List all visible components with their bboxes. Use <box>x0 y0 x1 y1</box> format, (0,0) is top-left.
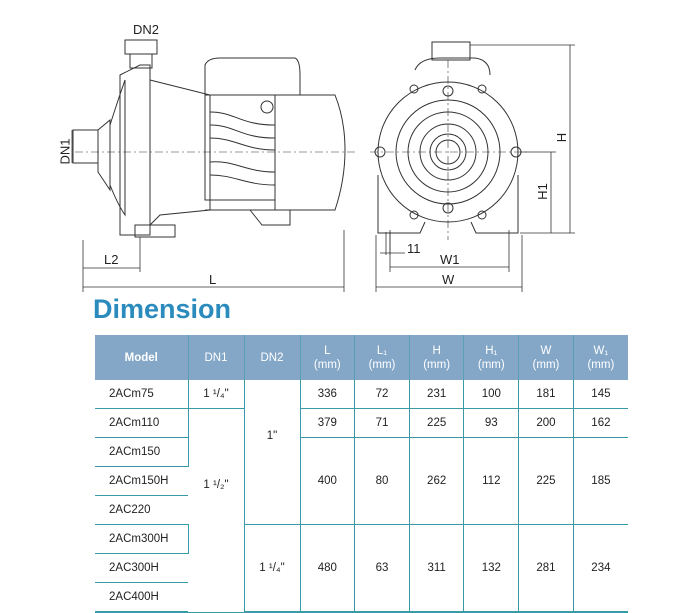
dimension-table: Model DN1 DN2 L(mm) L₁(mm) H(mm) H₁(mm) … <box>95 335 628 613</box>
l2-label: L2 <box>104 252 119 267</box>
header-w: W(mm) <box>518 335 574 380</box>
table-row: 2AC300H <box>95 553 628 583</box>
header-l1: L₁(mm) <box>354 335 410 380</box>
header-dn2: DN2 <box>244 335 301 380</box>
w-label: W <box>442 272 455 287</box>
dn2-label: DN2 <box>133 22 160 37</box>
header-h: H(mm) <box>409 335 465 380</box>
dn1-label: DN1 <box>57 138 73 165</box>
w1-label: W1 <box>440 252 460 267</box>
eleven-label: 11 <box>407 241 421 256</box>
header-w1: W₁(mm) <box>573 335 628 380</box>
table-row: 2ACm150 400 80 262 112 225 185 <box>95 437 628 525</box>
dimension-lines <box>71 39 575 292</box>
front-view <box>370 41 530 240</box>
table-row: 2AC220 <box>95 495 628 525</box>
header-model: Model <box>95 335 189 380</box>
table-header-row: Model DN1 DN2 L(mm) L₁(mm) H(mm) H₁(mm) … <box>95 335 628 380</box>
side-view <box>72 39 355 238</box>
header-l: L(mm) <box>300 335 356 380</box>
l-label: L <box>209 272 217 287</box>
h1-label: H1 <box>534 183 550 200</box>
table-row: 2ACm75 1 ¹/₄" 1" 336 72 231 100 181 145 <box>95 380 628 525</box>
header-h1: H₁(mm) <box>463 335 520 380</box>
table-row: 2ACm300H 1 ¹/₄" 480 63 311 132 281 234 <box>95 524 628 613</box>
section-title: Dimension <box>93 294 232 324</box>
table-row: 2ACm150H <box>95 466 628 496</box>
h-label: H <box>554 132 570 143</box>
table-row: 2ACm110 1 ¹/₂" 379 71 225 93 200 162 <box>95 408 628 613</box>
header-dn1: DN1 <box>188 335 245 380</box>
pump-dimension-drawing <box>71 39 575 292</box>
